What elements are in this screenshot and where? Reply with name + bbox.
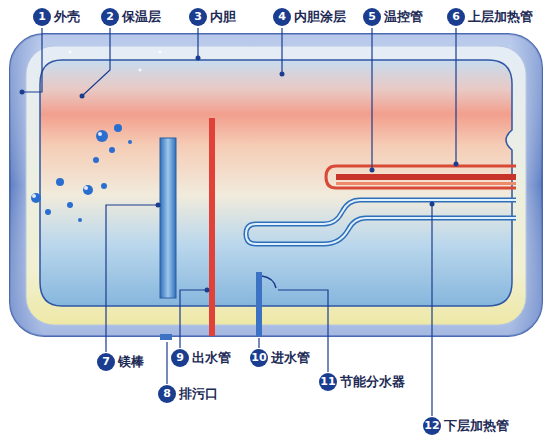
part-name: 排污口 [179, 385, 218, 403]
callout-number: 1 [33, 8, 51, 26]
callout-number: 6 [447, 8, 465, 26]
callout-number: 7 [97, 353, 115, 371]
part-name: 保温层 [122, 8, 161, 26]
callout-number: 3 [189, 8, 207, 26]
part-name: 进水管 [271, 349, 310, 367]
part-name: 出水管 [192, 349, 231, 367]
part-name: 外壳 [54, 8, 80, 26]
callout-number: 5 [363, 8, 381, 26]
part-name: 温控管 [384, 8, 423, 26]
callout-number: 10 [250, 349, 268, 367]
part-name: 下层加热管 [444, 417, 509, 435]
callout-number: 8 [158, 385, 176, 403]
part-name: 内胆 [210, 8, 236, 26]
callout-number: 2 [101, 8, 119, 26]
callout-number: 11 [319, 373, 337, 391]
callout-number: 9 [171, 349, 189, 367]
part-name: 镁棒 [118, 353, 144, 371]
part-name: 上层加热管 [468, 8, 533, 26]
part-name: 节能分水器 [340, 373, 405, 391]
callout-number: 4 [273, 8, 291, 26]
part-name: 内胆涂层 [294, 8, 346, 26]
callout-number: 12 [423, 417, 441, 435]
